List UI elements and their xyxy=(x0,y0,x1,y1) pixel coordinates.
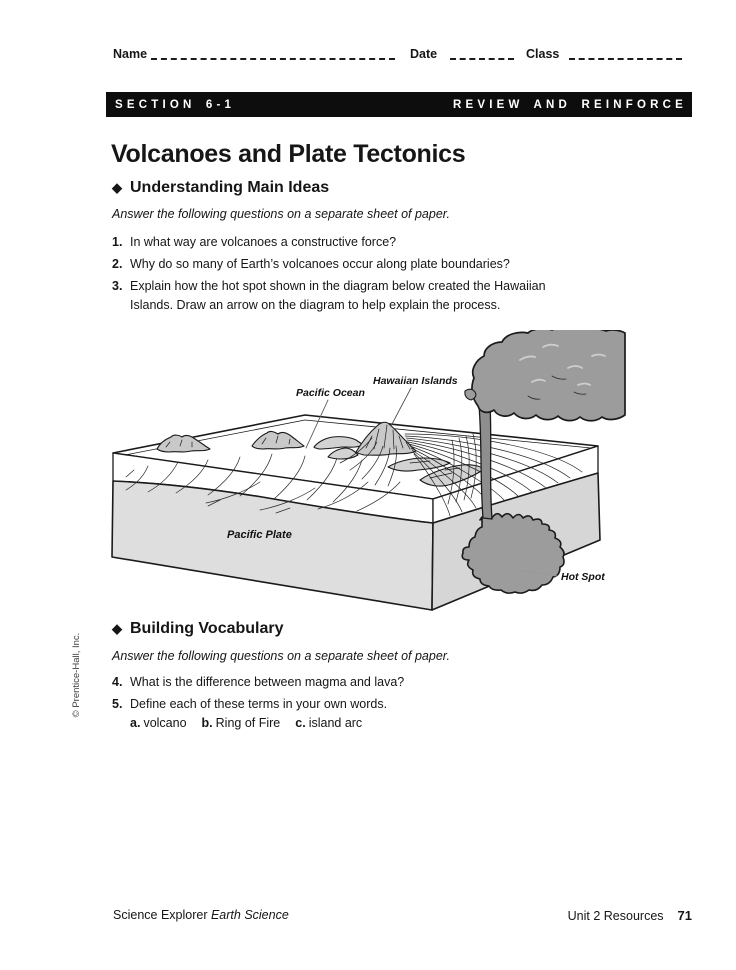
plume-wisps xyxy=(527,375,587,400)
footer-series: Science Explorer xyxy=(113,908,211,922)
island-2 xyxy=(251,430,305,450)
pacific-ocean-leader-line xyxy=(305,399,329,449)
eruption-column xyxy=(478,403,493,520)
hot-spot-leader-line xyxy=(517,569,558,577)
section-banner: SECTION 6-1 REVIEW AND REINFORCE xyxy=(106,92,692,117)
hawaiian-islands-label: Hawaiian Islands xyxy=(373,375,458,387)
question-2: 2. Why do so many of Earth’s volcanoes o… xyxy=(112,255,584,274)
term-a: a.volcano xyxy=(130,716,187,730)
tectonics-diagram: Pacific Ocean Hawaiian Islands Pacific P… xyxy=(100,330,640,620)
diamond-bullet-icon: ◆ xyxy=(112,180,122,195)
question-3: 3. Explain how the hot spot shown in the… xyxy=(112,277,570,315)
hot-spot-label: Hot Spot xyxy=(561,571,605,583)
question-1-text: In what way are volcanoes a constructive… xyxy=(130,235,397,249)
page-title: Volcanoes and Plate Tectonics xyxy=(111,140,466,168)
main-ideas-heading-text: Understanding Main Ideas xyxy=(130,179,330,196)
volcano-slope-lines xyxy=(339,433,583,517)
term-b-letter: b. xyxy=(201,716,213,730)
page-number: 71 xyxy=(677,908,692,923)
name-label: Name xyxy=(113,47,148,61)
date-label: Date xyxy=(410,47,438,61)
term-c-letter: c. xyxy=(295,716,306,730)
question-2-text: Why do so many of Earth’s volcanoes occu… xyxy=(130,257,510,271)
term-c-text: island arc xyxy=(308,716,363,730)
island-1 xyxy=(156,434,211,453)
vocabulary-heading: ◆ Building Vocabulary xyxy=(112,620,284,638)
plume-highlights xyxy=(519,343,606,386)
footer-book: Earth Science xyxy=(210,908,289,922)
footer-unit-info: Unit 2 Resources 71 xyxy=(568,908,692,923)
main-ideas-questions: 1. In what way are volcanoes a construct… xyxy=(112,233,584,318)
term-b: b.Ring of Fire xyxy=(202,716,281,730)
banner-type: REVIEW AND REINFORCE xyxy=(453,98,687,111)
section-number: SECTION 6-1 xyxy=(115,98,236,111)
term-a-letter: a. xyxy=(130,716,141,730)
vocabulary-instruction: Answer the following questions on a sepa… xyxy=(112,649,450,663)
question-3-text: Explain how the hot spot shown in the di… xyxy=(130,279,546,312)
plume-puff xyxy=(464,388,477,401)
hawaiian-islands-leader-line xyxy=(390,387,412,427)
question-1-number: 1. xyxy=(112,235,123,249)
island-4 xyxy=(327,447,359,460)
pacific-plate-face xyxy=(111,480,434,611)
pacific-plate-label: Pacific Plate xyxy=(227,529,292,541)
vocabulary-terms: a.volcano b.Ring of Fire c.island arc xyxy=(130,716,377,730)
name-blank xyxy=(151,58,395,60)
question-5: 5. Define each of these terms in your ow… xyxy=(112,695,584,714)
question-1: 1. In what way are volcanoes a construct… xyxy=(112,233,584,252)
pacific-ocean-label: Pacific Ocean xyxy=(296,387,365,399)
question-4: 4. What is the difference between magma … xyxy=(112,673,584,692)
main-ideas-heading: ◆ Understanding Main Ideas xyxy=(112,179,329,197)
vocabulary-questions: 4. What is the difference between magma … xyxy=(112,673,584,717)
diamond-bullet-icon: ◆ xyxy=(112,621,122,636)
term-b-text: Ring of Fire xyxy=(215,716,281,730)
class-label: Class xyxy=(526,47,560,61)
term-a-text: volcano xyxy=(143,716,187,730)
terrace-1 xyxy=(387,457,451,472)
question-4-text: What is the difference between magma and… xyxy=(130,675,405,689)
main-ideas-instruction: Answer the following questions on a sepa… xyxy=(112,207,450,221)
footer-unit: Unit 2 Resources xyxy=(567,909,664,923)
date-blank xyxy=(450,58,514,60)
class-blank xyxy=(569,58,682,60)
vocabulary-heading-text: Building Vocabulary xyxy=(130,620,284,637)
question-3-number: 3. xyxy=(112,279,123,293)
term-c: c.island arc xyxy=(295,716,362,730)
ash-plume xyxy=(471,330,626,422)
seafloor-ridge-lines xyxy=(125,453,401,514)
question-2-number: 2. xyxy=(112,257,123,271)
copyright-sidebar: © Prentice-Hall, Inc. xyxy=(71,632,82,718)
question-5-number: 5. xyxy=(112,697,123,711)
footer-book-title: Science Explorer Earth Science xyxy=(113,908,289,922)
question-4-number: 4. xyxy=(112,675,123,689)
question-5-text: Define each of these terms in your own w… xyxy=(130,697,388,711)
